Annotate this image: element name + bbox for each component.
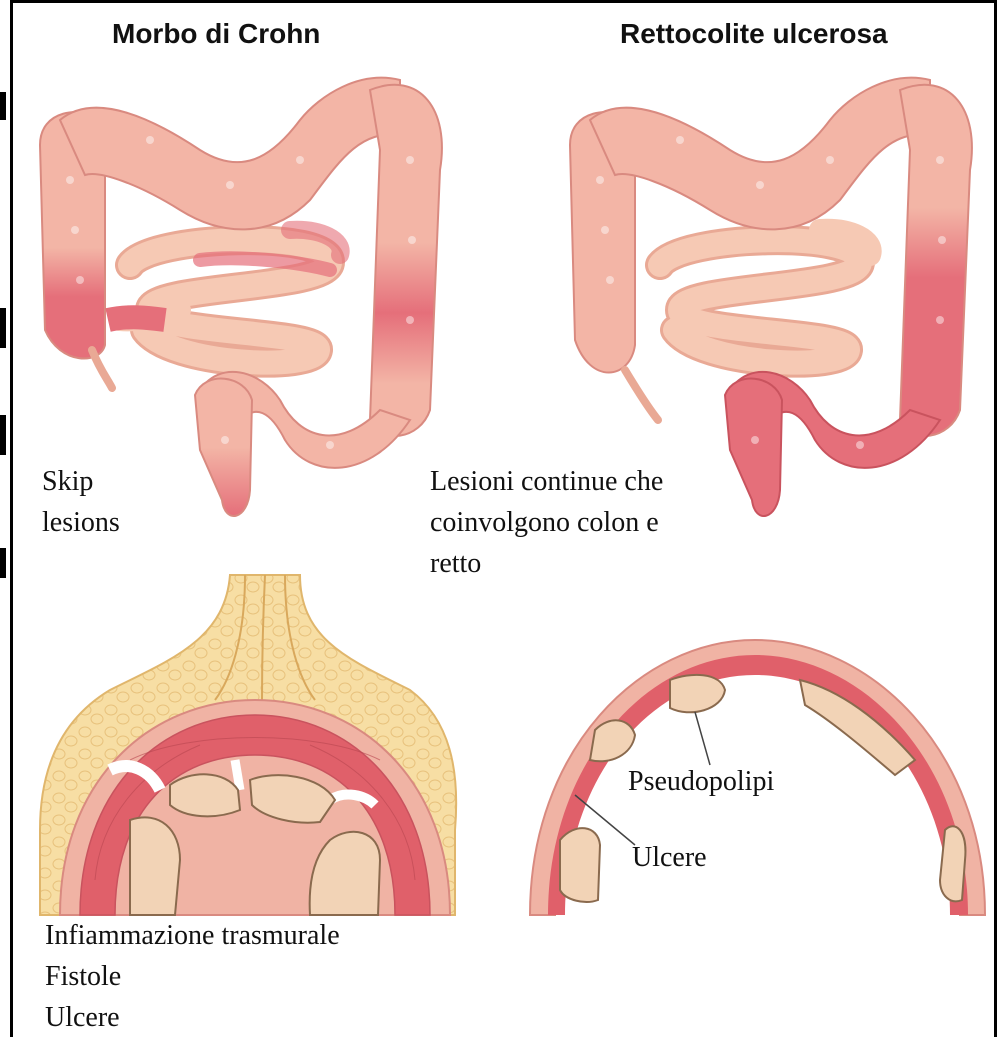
- crohn-colon-illustration: [40, 78, 442, 516]
- title-ulcerative-colitis: Rettocolite ulcerosa: [620, 18, 888, 50]
- label-continuous-lesions-line2: coinvolgono colon e: [430, 501, 659, 544]
- label-skip-lesions-line1: Skip: [42, 460, 93, 503]
- crohn-cross-section: [40, 575, 456, 915]
- crohn-rectum: [195, 379, 252, 516]
- label-pseudopolyps: Pseudopolipi: [628, 760, 774, 803]
- label-transmural-line3: Ulcere: [45, 996, 120, 1039]
- title-crohn: Morbo di Crohn: [112, 18, 320, 50]
- crohn-appendix: [92, 350, 112, 388]
- uc-rectum: [725, 379, 782, 516]
- label-transmural-line2: Fistole: [45, 955, 121, 998]
- uc-appendix: [625, 370, 658, 420]
- label-transmural-line1: Infiammazione trasmurale: [45, 914, 340, 957]
- crohn-transverse-colon: [60, 78, 400, 230]
- crohn-small-bowel: [120, 230, 341, 363]
- uc-transverse-colon: [590, 78, 930, 230]
- uc-colon-illustration: [570, 78, 972, 516]
- uc-descending-colon: [900, 85, 972, 436]
- label-skip-lesions-line2: lesions: [42, 501, 120, 544]
- pseudopolyp-pointer: [695, 712, 710, 765]
- uc-small-bowel: [660, 230, 871, 363]
- crohn-descending-colon: [370, 85, 442, 436]
- label-ulcers-uc: Ulcere: [632, 836, 707, 879]
- label-continuous-lesions-line3: retto: [430, 542, 481, 585]
- label-continuous-lesions-line1: Lesioni continue che: [430, 460, 663, 503]
